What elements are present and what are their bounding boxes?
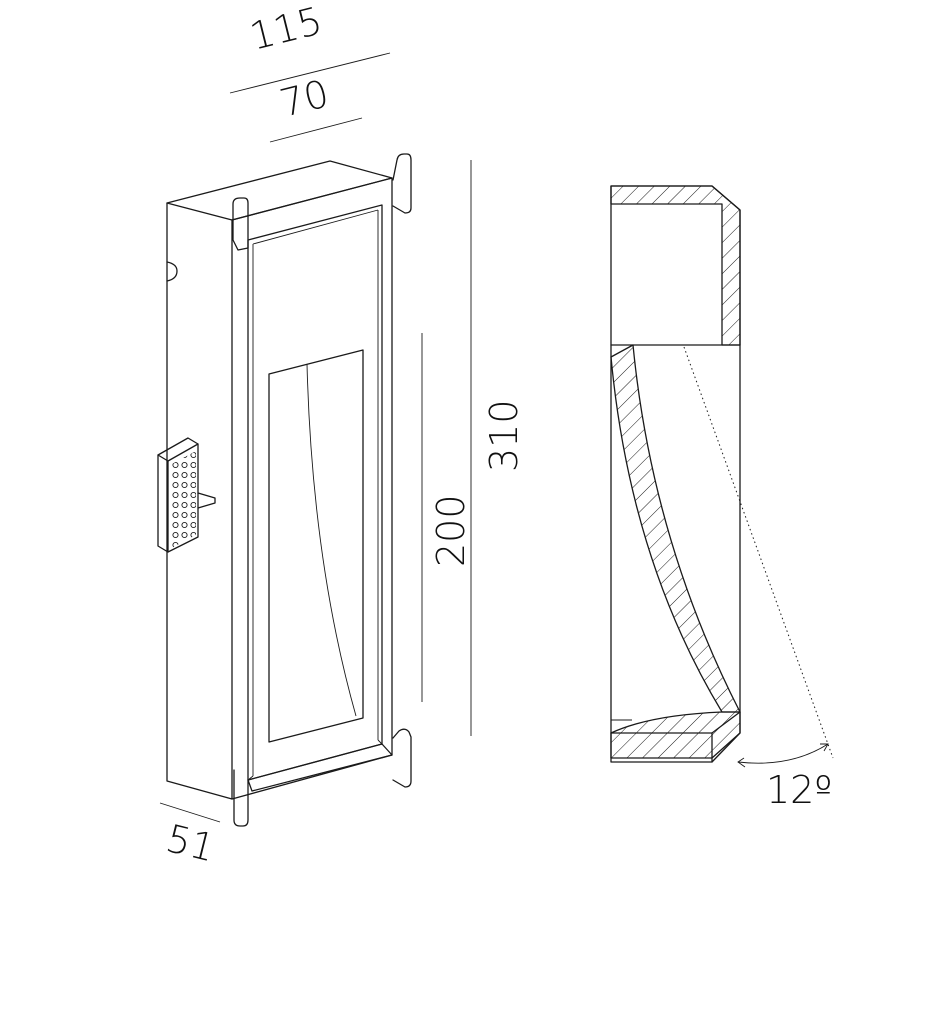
outer-width-line bbox=[229, 52, 391, 94]
perspective-view bbox=[157, 153, 412, 827]
top-left-bracket bbox=[232, 197, 249, 251]
reflector-section-hatch bbox=[610, 344, 741, 713]
outer-width-label: 115 bbox=[246, 0, 327, 59]
bottom-right-bracket bbox=[392, 728, 412, 788]
top-section-hatch bbox=[610, 185, 741, 346]
section-view bbox=[610, 185, 834, 768]
light-window bbox=[268, 349, 364, 743]
tilt-reference-line bbox=[683, 346, 834, 759]
bottom-section-hatch bbox=[610, 711, 741, 759]
connector-block bbox=[157, 437, 216, 553]
housing-front-face bbox=[231, 177, 393, 800]
housing-left-face bbox=[166, 202, 233, 800]
inner-width-line bbox=[269, 117, 363, 143]
bottom-lip bbox=[247, 743, 393, 792]
depth-line bbox=[159, 802, 221, 823]
top-right-bracket bbox=[392, 153, 412, 214]
dimension-lines bbox=[159, 52, 472, 823]
total-height-label: 310 bbox=[482, 399, 526, 472]
side-notch bbox=[166, 261, 178, 282]
bottom-left-bracket bbox=[233, 769, 249, 827]
angle-arc bbox=[737, 743, 829, 764]
reflector-curve bbox=[306, 363, 357, 717]
depth-label: 51 bbox=[162, 816, 220, 870]
aperture-height-label: 200 bbox=[429, 494, 473, 567]
tilt-angle-label: 12º bbox=[766, 768, 832, 812]
